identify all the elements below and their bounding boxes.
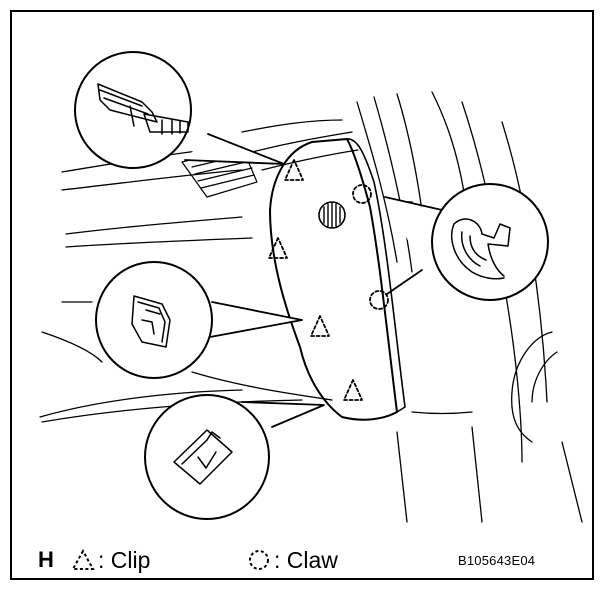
figure-frame: H : Clip : Claw B105643E04 [10, 10, 594, 580]
claw-marker-upper [352, 184, 372, 204]
figure-letter-text: H [38, 547, 54, 572]
trim-panel-illustration [39, 51, 583, 523]
callout-clip-bottom [144, 394, 325, 520]
claw-markers [352, 184, 389, 310]
legend-clip-label: : Clip [98, 546, 151, 573]
clip-marker-left [268, 237, 288, 259]
legend-clip: : Clip [70, 540, 151, 578]
figure-letter: H [38, 540, 54, 578]
figure-code: B105643E04 [458, 553, 536, 568]
legend-claw-label: : Claw [274, 546, 338, 573]
clip-marker-bottom [343, 379, 363, 401]
panel-knob [318, 201, 346, 229]
dashed-triangle-icon [71, 548, 95, 570]
claw-hook-icon [451, 218, 511, 280]
clip-bracket-icon [131, 295, 171, 348]
legend-claw: : Claw [246, 540, 338, 578]
clip-marker-middle [310, 315, 330, 337]
clip-retainer-icon [173, 429, 233, 485]
callout-clip-left [95, 261, 303, 379]
claw-marker-lower [369, 290, 389, 310]
callout-clip-top [74, 51, 285, 169]
clip-marker-top [284, 159, 304, 181]
clip-fastener-icon [97, 83, 189, 135]
callout-claw [384, 183, 549, 301]
side-cover-panel [269, 138, 413, 421]
dashed-circle-icon [249, 550, 269, 570]
clip-markers [268, 159, 363, 401]
